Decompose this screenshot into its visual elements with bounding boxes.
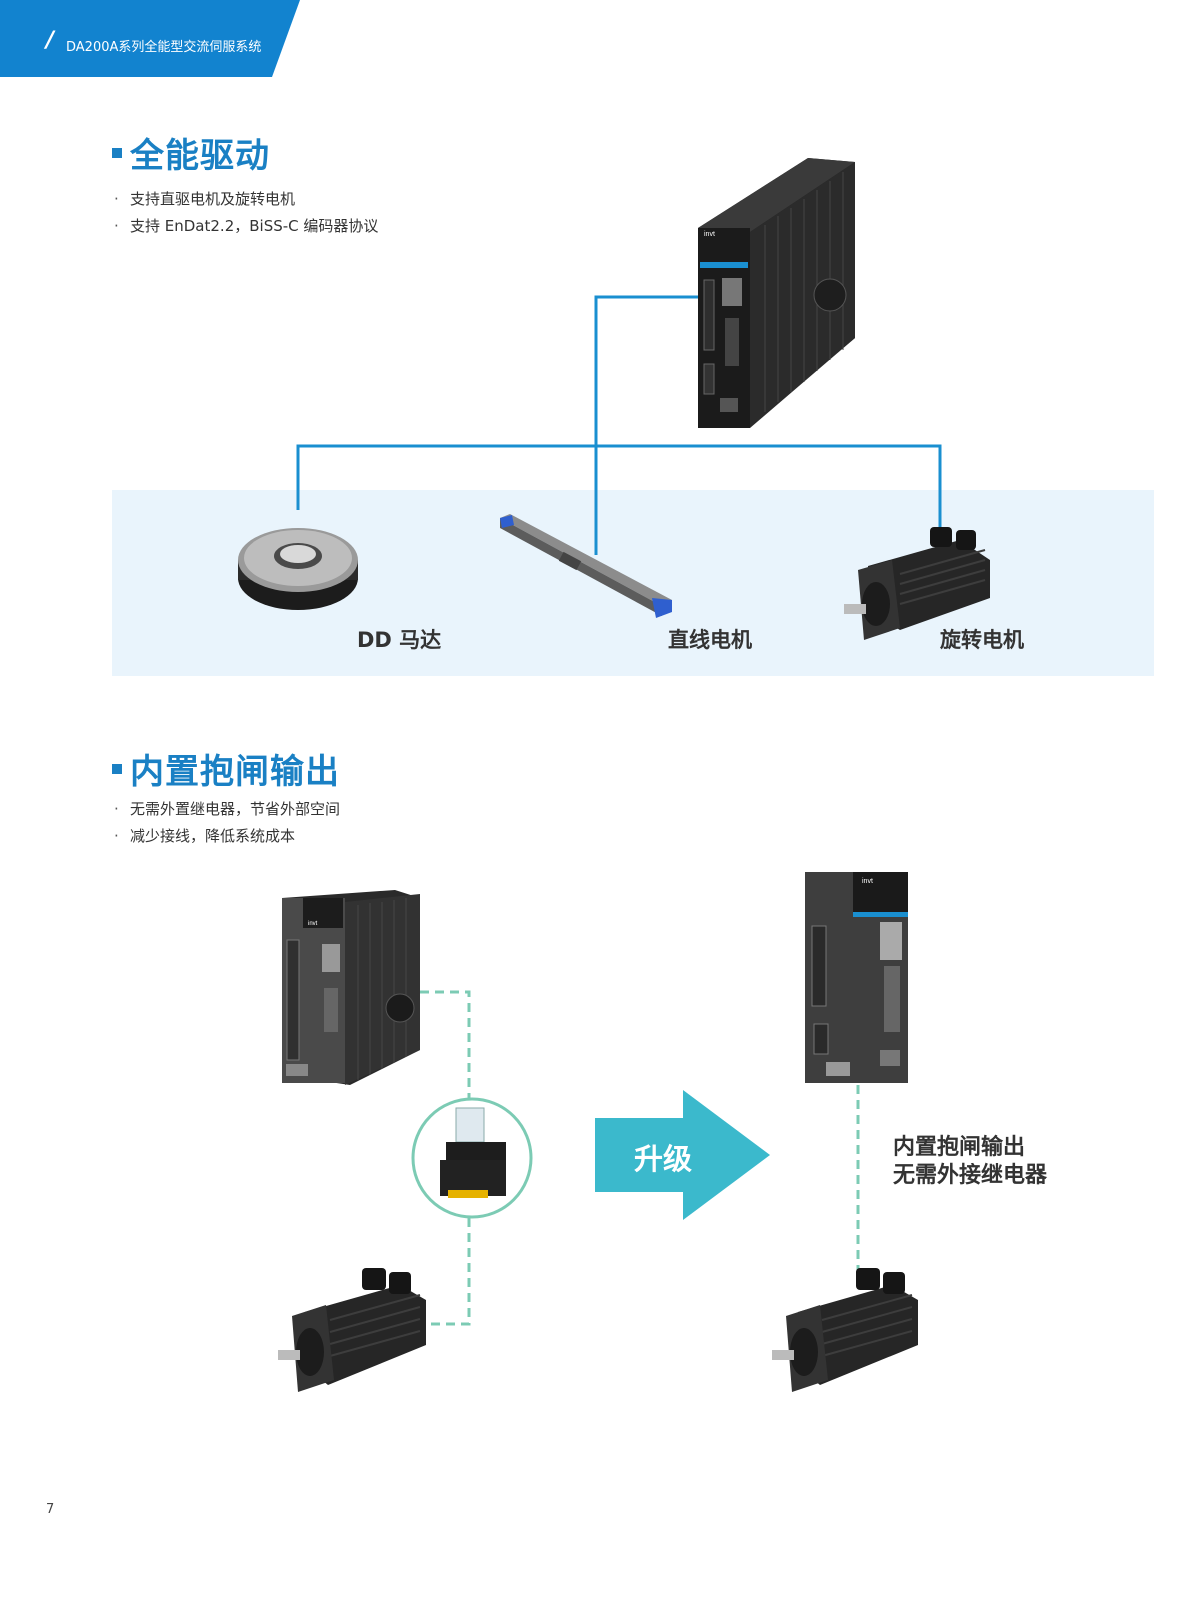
section1-title: 全能驱动 (112, 128, 270, 177)
brake-caption-line2: 无需外接继电器 (893, 1163, 1048, 1188)
rotary-motor-bottom-left (278, 1268, 426, 1392)
section2-title-text: 内置抱闸输出 (130, 752, 340, 792)
section1-bullet: ·支持直驱电机及旋转电机 (114, 190, 296, 208)
servo-drive-right: invt (805, 872, 908, 1083)
product-label-dd-motor: DD 马达 (357, 628, 442, 652)
header-title: DA200A系列全能型交流伺服系统 (66, 40, 262, 55)
connection-lines (296, 295, 942, 555)
upgrade-label: 升级 (634, 1142, 693, 1176)
servo-drive-left: invt (282, 890, 420, 1085)
upgrade-arrow (595, 1090, 770, 1220)
page-number: 7 (46, 1502, 55, 1517)
section2-bullet: ·无需外置继电器，节省外部空间 (114, 800, 341, 818)
section2-bullet: ·减少接线，降低系统成本 (114, 827, 296, 845)
product-label-rotary-motor: 旋转电机 (940, 628, 1024, 652)
title-square-icon (112, 763, 122, 774)
header-slash-icon: / (46, 28, 55, 53)
brake-caption: 内置抱闸输出 无需外接继电器 (893, 1134, 1047, 1190)
section1-bullets: ·支持直驱电机及旋转电机 ·支持 EnDat2.2，BiSS-C 编码器协议 (114, 186, 378, 240)
relay-icon (440, 1107, 506, 1198)
svg-text:invt: invt (862, 878, 873, 885)
header-tab: / DA200A系列全能型交流伺服系统 (0, 0, 300, 77)
svg-text:invt: invt (704, 231, 715, 238)
linear-motor (500, 514, 672, 618)
brake-caption-line1: 内置抱闸输出 (893, 1135, 1026, 1160)
product-label-linear-motor: 直线电机 (668, 628, 752, 652)
relay-dashed-line (420, 990, 471, 1326)
servo-drive-top: invt (698, 158, 855, 428)
rotary-motor-top (844, 527, 990, 640)
dd-motor (238, 528, 358, 610)
section1-title-text: 全能驱动 (130, 136, 270, 176)
rotary-motor-bottom-right (772, 1268, 918, 1392)
section1-bullet: ·支持 EnDat2.2，BiSS-C 编码器协议 (114, 217, 379, 235)
header-tab-shape (0, 0, 300, 77)
svg-text:invt: invt (308, 921, 318, 927)
title-square-icon (112, 147, 122, 158)
section2-title: 内置抱闸输出 (112, 744, 340, 793)
section2-bullets: ·无需外置继电器，节省外部空间 ·减少接线，降低系统成本 (114, 796, 340, 850)
